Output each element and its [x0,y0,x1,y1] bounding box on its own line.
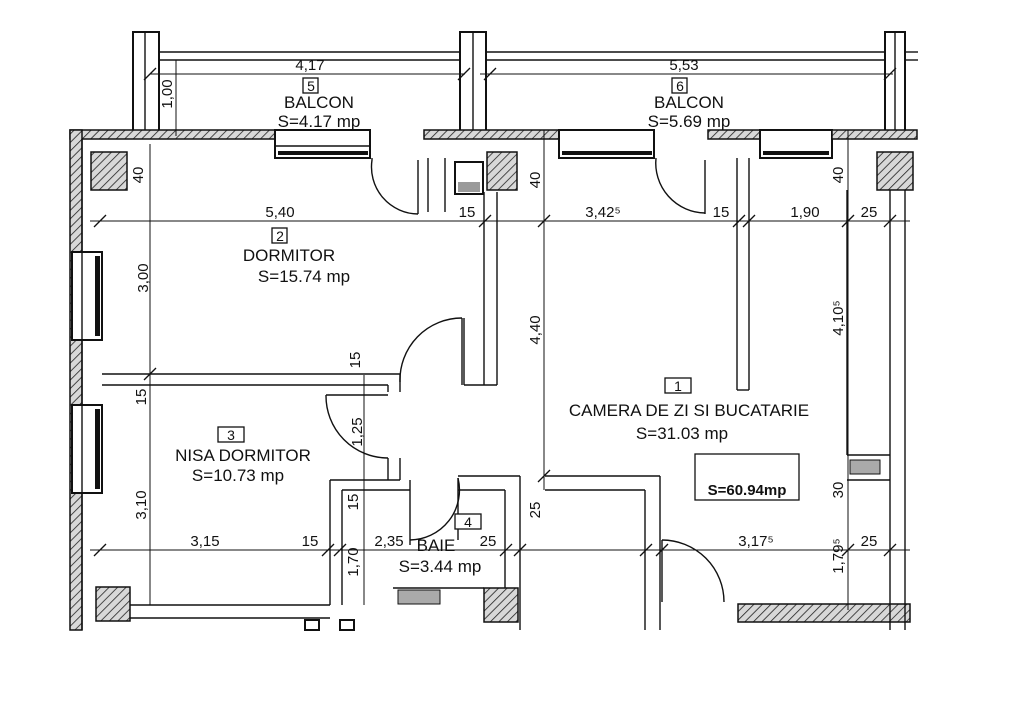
dim-40-b: 40 [527,172,544,189]
dim-40-c: 40 [830,167,847,184]
dim-25-b: 25 [527,502,544,519]
dim-1-25: 1,25 [349,417,366,446]
room-1-number: 1 [674,378,682,394]
dim-1-90: 1,90 [790,204,819,221]
dim-5-40: 5,40 [265,204,294,221]
room-5-number: 5 [307,78,315,94]
dim-15-c: 15 [347,352,364,369]
dim-30: 30 [830,482,847,499]
room-3-area: S=10.73 mp [192,466,284,485]
room-2-number: 2 [276,228,284,244]
dim-15-a: 15 [459,204,476,221]
dim-15-f: 15 [302,533,319,550]
dim-1-70: 1,70 [345,547,362,576]
room-5-area: S=4.17 mp [278,112,361,131]
room-3-name: NISA DORMITOR [175,446,311,465]
dim-5-53: 5,53 [669,57,698,74]
room-1-area: S=31.03 mp [636,424,728,443]
room-6-number: 6 [676,78,684,94]
room-6-name: BALCON [654,93,724,112]
room-5-name: BALCON [284,93,354,112]
dim-40-a: 40 [130,167,147,184]
dim-1-79: 1,79⁵ [830,538,847,573]
dim-1-00: 1,00 [159,79,176,108]
balcony-structure [132,31,918,133]
room-3-number: 3 [227,427,235,443]
dim-3-15: 3,15 [190,533,219,550]
exterior-left-wall [69,129,103,631]
total-area-label: S=60.94mp [708,482,787,499]
exterior-top-wall [69,129,918,159]
interior-walls [102,158,906,631]
dim-25-c: 25 [480,533,497,550]
dimension-labels: 4,17 5,53 1,00 40 40 40 5,40 15 3,42⁵ 15… [130,57,877,577]
doors [325,157,725,603]
dim-2-35: 2,35 [374,533,403,550]
room-4-area: S=3.44 mp [399,557,482,576]
room-number-boxes [217,77,692,530]
room-2-name: DORMITOR [243,246,335,265]
dim-15-e: 15 [345,494,362,511]
dimension-lines [90,60,910,610]
dim-4-40: 4,40 [527,315,544,344]
dim-3-10: 3,10 [133,490,150,519]
room-4-number: 4 [464,514,472,530]
dim-3-00: 3,00 [135,263,152,292]
room-2-area: S=15.74 mp [258,267,350,286]
columns [90,151,914,623]
room-1-name: CAMERA DE ZI SI BUCATARIE [569,401,809,420]
dim-4-10: 4,10⁵ [830,300,847,335]
dim-3-17: 3,17⁵ [738,533,773,550]
dim-15-b: 15 [713,204,730,221]
total-area-box [694,453,800,501]
room-labels: 5 BALCON S=4.17 mp 6 BALCON S=5.69 mp 2 … [175,78,809,576]
dim-3-42: 3,42⁵ [585,204,620,221]
dim-15-d: 15 [133,389,150,406]
dim-25-a: 25 [861,204,878,221]
dim-25-d: 25 [861,533,878,550]
room-4-name: BAIE [417,536,456,555]
room-6-area: S=5.69 mp [648,112,731,131]
dim-4-17: 4,17 [295,57,324,74]
